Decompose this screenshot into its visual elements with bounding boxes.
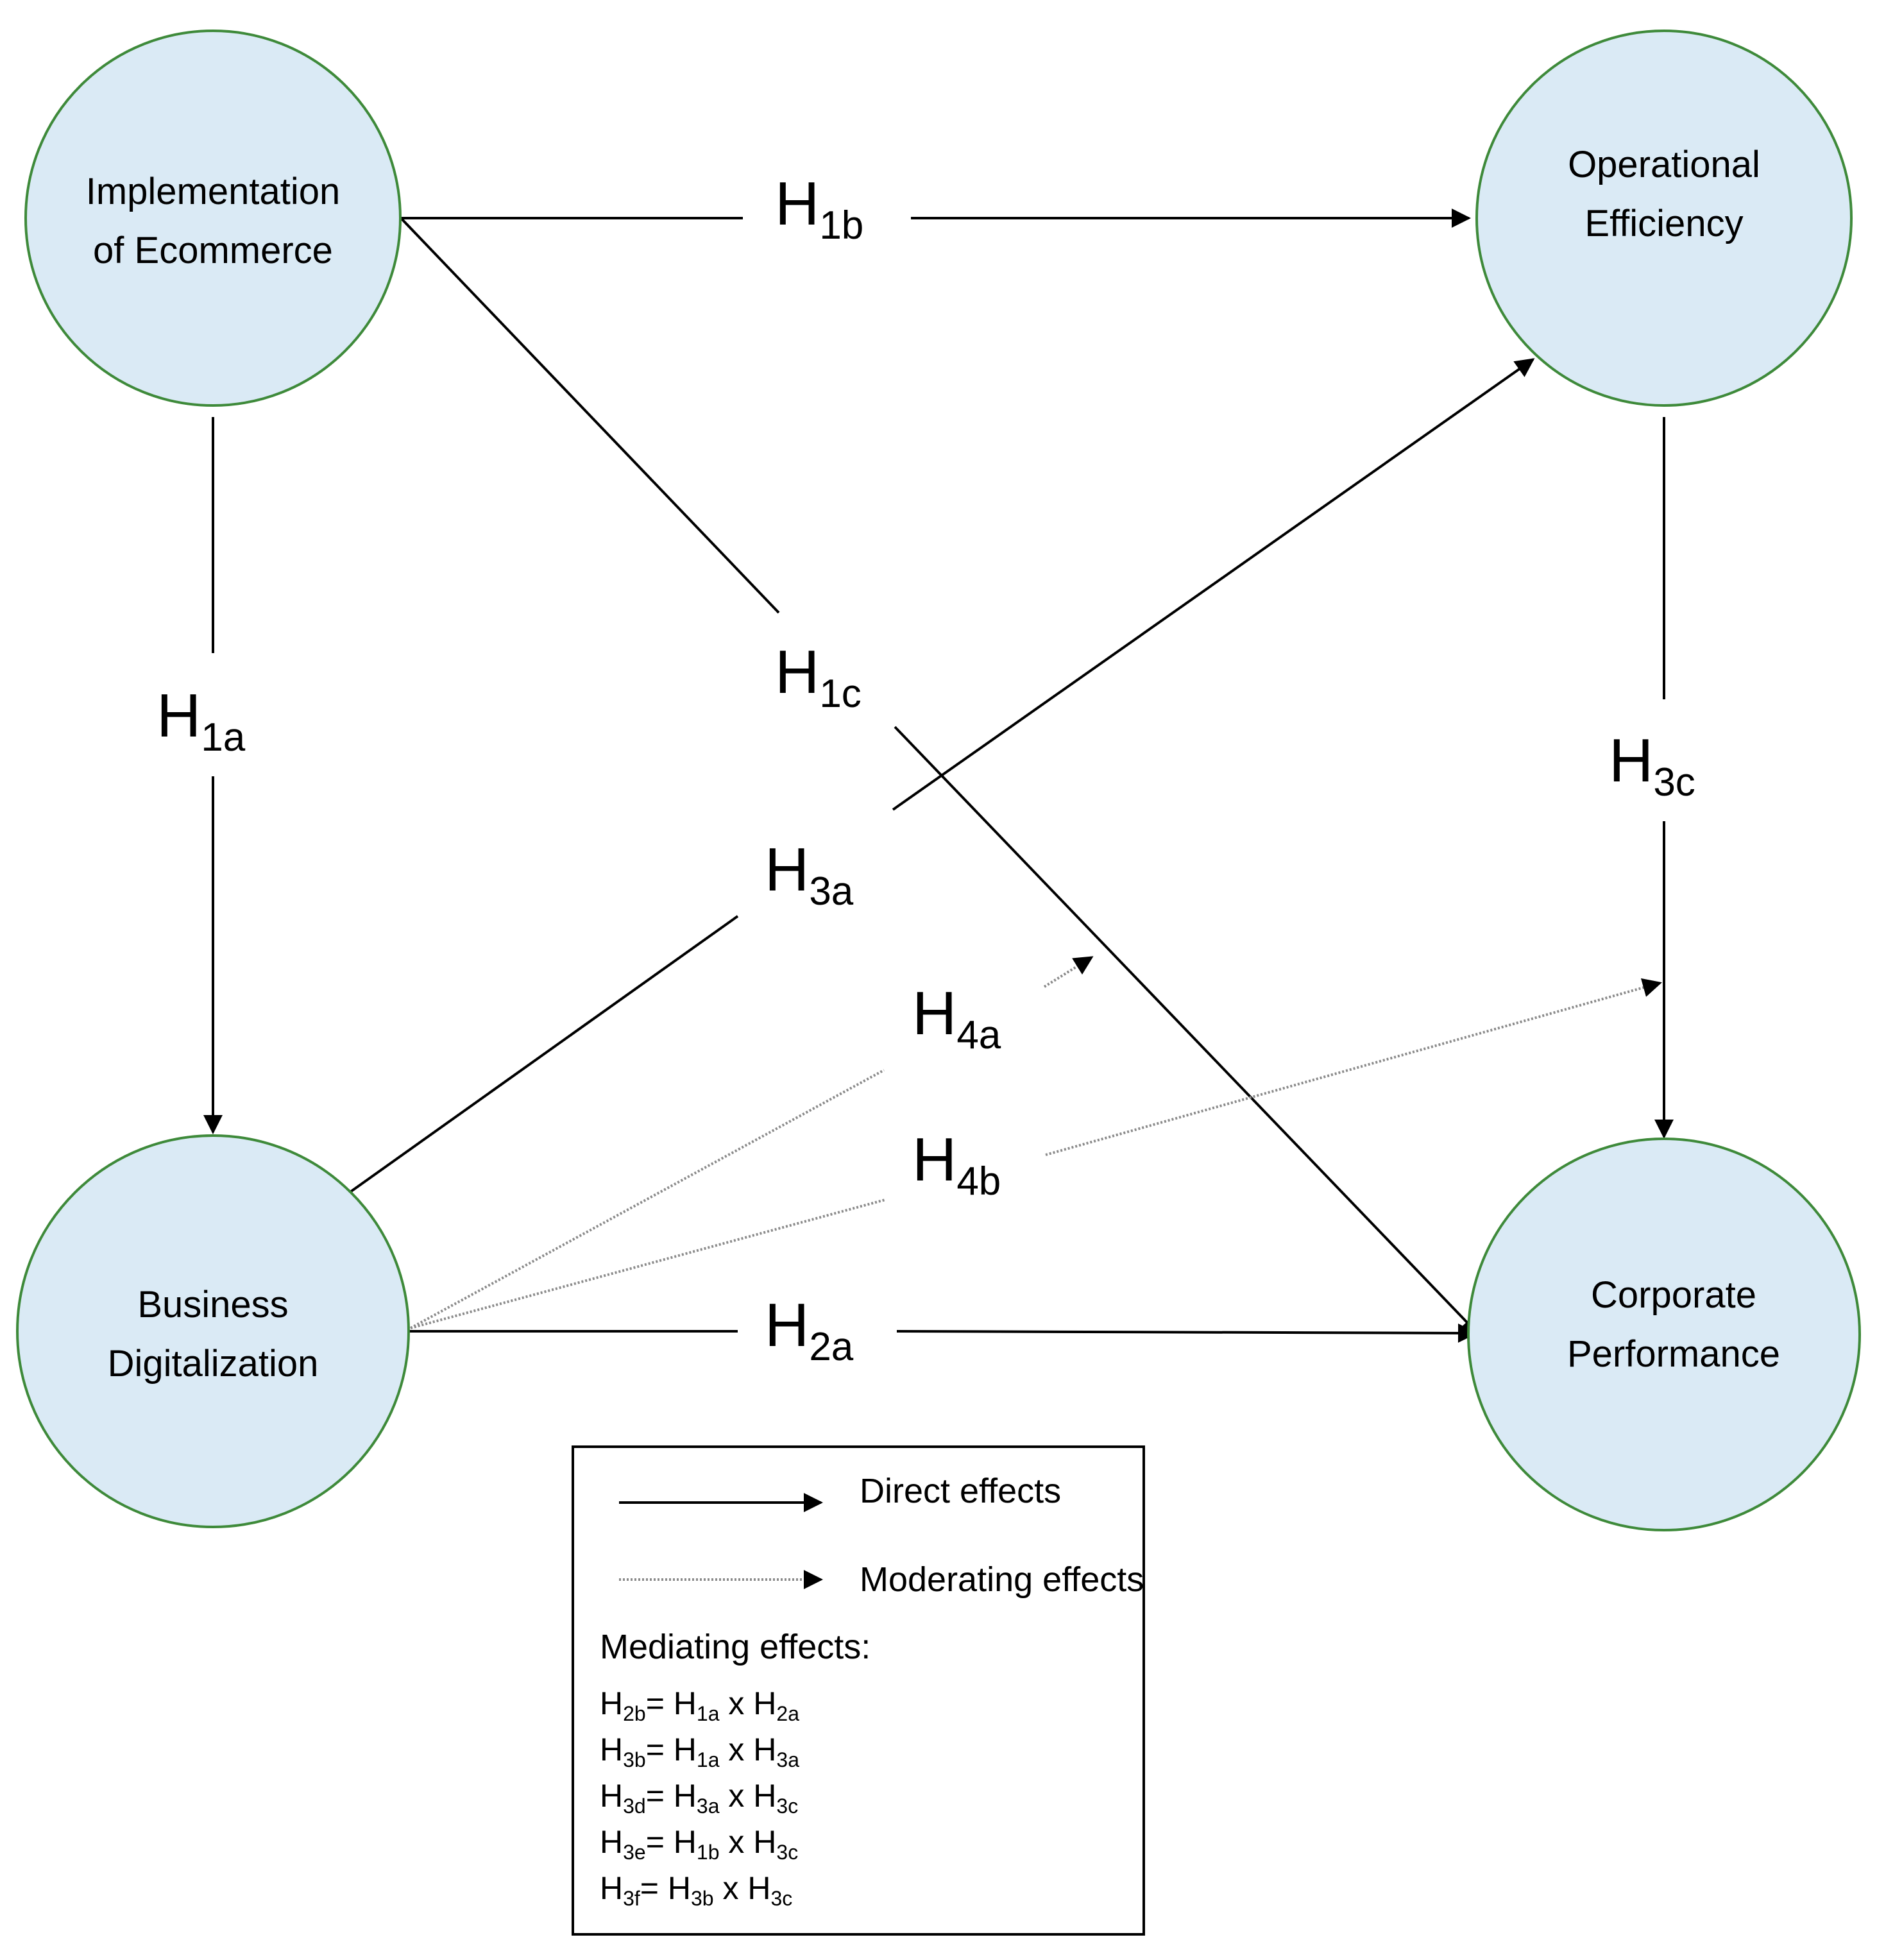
path-h4b-top xyxy=(1045,978,1662,1156)
node-label-line2: Digitalization xyxy=(108,1343,319,1385)
node-label-line1: Operational xyxy=(1568,144,1760,185)
hypothesis-label-h4a: H4a xyxy=(912,979,1001,1057)
path-h2a-right xyxy=(896,1323,1477,1343)
hypothesis-label-h1a: H1a xyxy=(157,681,246,760)
node-label-line2: of Ecommerce xyxy=(93,230,333,271)
mediating-formula-2b: H2b= H1a x H2a xyxy=(600,1685,799,1725)
node-circle xyxy=(24,30,402,407)
node-operational-efficiency: Operational Efficiency xyxy=(1475,30,1853,407)
mediating-formula-3b: H3b= H1a x H3a xyxy=(600,1732,799,1771)
path-h3a-bottom xyxy=(347,915,739,1195)
legend-moderating-label: Moderating effects xyxy=(860,1560,1144,1599)
node-corporate-performance: Corporate Performance xyxy=(1467,1138,1861,1531)
path-h3a-top xyxy=(892,358,1535,811)
path-h1c-bottom xyxy=(894,726,1481,1336)
mediating-formula-3f: H3f= H3b x H3c xyxy=(600,1870,792,1910)
node-label-line2: Efficiency xyxy=(1584,203,1743,244)
path-h4a-bottom xyxy=(410,1069,885,1329)
node-label-line2: Performance xyxy=(1567,1333,1780,1375)
hypothesis-label-h1c: H1c xyxy=(775,638,862,716)
hypothesis-label-h2a: H2a xyxy=(765,1291,854,1369)
hypothesis-label-h3a: H3a xyxy=(765,835,854,914)
node-circle xyxy=(1475,30,1853,407)
node-business-digitalization: Business Digitalization xyxy=(16,1134,410,1528)
hypothesis-label-h3c: H3c xyxy=(1609,726,1695,805)
legend-mediating-title: Mediating effects: xyxy=(600,1628,871,1666)
path-h4a-top xyxy=(1043,956,1094,988)
node-circle xyxy=(16,1134,410,1528)
path-h1c-top xyxy=(400,217,780,614)
path-h4b-bottom xyxy=(410,1198,886,1329)
legend: Direct effects Moderating effects Mediat… xyxy=(572,1445,1145,1936)
legend-direct-label: Direct effects xyxy=(860,1472,1061,1510)
node-label-line1: Business xyxy=(137,1284,288,1325)
hypothesis-label-h1b: H1b xyxy=(775,169,863,248)
node-implementation-of-ecommerce: Implementation of Ecommerce xyxy=(24,30,402,407)
node-circle xyxy=(1467,1138,1861,1531)
mediating-formula-3d: H3d= H3a x H3c xyxy=(600,1778,798,1818)
legend-box xyxy=(572,1445,1145,1936)
mediating-formula-3e: H3e= H1b x H3c xyxy=(600,1824,798,1864)
hypothesis-label-h4b: H4b xyxy=(912,1125,1001,1204)
node-label-line1: Implementation xyxy=(86,171,341,212)
node-label-line1: Corporate xyxy=(1591,1274,1756,1316)
